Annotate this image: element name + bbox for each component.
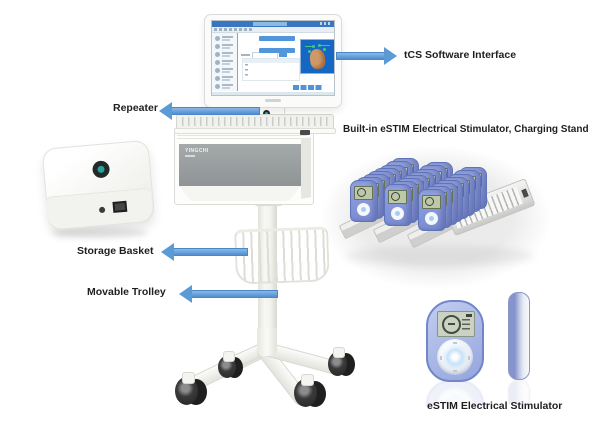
unit-front-panel: YINGCHI <box>179 144 301 186</box>
stand-shadow <box>345 246 535 266</box>
storage-basket <box>234 226 330 285</box>
screen-form-label <box>241 54 250 56</box>
patient-head-graphic <box>308 48 327 70</box>
label-estim-stimulator: eSTIM Electrical Stimulator <box>427 400 563 412</box>
battery-icon <box>466 314 472 317</box>
unit-ledge <box>174 128 336 134</box>
label-builtin-charging-stand: Built-in eSTIM Electrical Stimulator, Ch… <box>343 124 589 135</box>
electrode-dot-icon <box>323 48 326 51</box>
screen-patient-item <box>214 59 235 66</box>
arrow-to-movable-trolley <box>179 285 278 303</box>
electrode-dot-icon <box>308 50 311 53</box>
estim-device-front-view <box>426 300 484 382</box>
unit-side-face <box>301 137 311 199</box>
brand-sub-line <box>185 155 195 157</box>
caster-wheel <box>175 372 209 408</box>
screen-menubar <box>212 27 334 33</box>
label-repeater: Repeater <box>113 102 158 114</box>
screen-patient-item <box>214 67 235 74</box>
electrode-dot-icon <box>318 44 321 47</box>
electrode-wire-icon <box>321 45 330 46</box>
toolbar-icons <box>214 28 254 31</box>
estim-device-in-charger <box>418 189 446 231</box>
tray-port-icon <box>521 188 529 198</box>
screen-form-button <box>279 52 287 57</box>
label-movable-trolley: Movable Trolley <box>87 286 166 298</box>
arrow-to-tcs-software <box>336 47 397 65</box>
estim-screen-text <box>462 319 470 331</box>
main-unit: YINGCHI <box>174 131 314 205</box>
charging-slot-row <box>182 117 328 126</box>
screen-sidebar <box>212 33 238 91</box>
caster-wheel <box>294 374 328 410</box>
screen-table <box>242 58 300 81</box>
base-column <box>257 328 277 356</box>
screen-patient-item <box>214 35 235 42</box>
repeater-shadow <box>52 228 148 238</box>
caster-wheel <box>218 351 246 381</box>
screen-section-header-2 <box>259 48 295 53</box>
repeater-led-icon <box>263 110 270 117</box>
label-storage-basket: Storage Basket <box>77 245 154 257</box>
audio-jack-port-icon <box>98 206 106 214</box>
repeater-power-button-icon <box>91 160 111 179</box>
estim-dial-graphic <box>442 315 461 334</box>
screen-section-header-1 <box>259 36 295 41</box>
unit-bottom-face <box>179 186 301 201</box>
label-tcs-software-interface: tCS Software Interface <box>404 49 517 61</box>
monitor-logo <box>265 99 281 102</box>
brand-logo: YINGCHI <box>185 148 209 154</box>
screen-patient-item <box>214 83 235 90</box>
estim-click-wheel <box>437 339 473 375</box>
estim-lcd-screen <box>437 311 475 337</box>
screen-title-text <box>253 22 287 26</box>
head-montage-image <box>300 39 334 74</box>
repeater-device <box>40 131 160 240</box>
electrode-dot-icon <box>312 45 315 48</box>
screen-statusbar <box>212 92 334 95</box>
window-control-icons <box>320 22 332 25</box>
screen-patient-item <box>214 51 235 58</box>
electrode-wire-icon <box>305 46 313 47</box>
estim-device-in-charger <box>350 180 378 222</box>
screen-patient-item <box>214 75 235 82</box>
monitor <box>204 14 342 108</box>
unit-connector-port <box>300 130 310 135</box>
arrow-to-repeater <box>159 102 260 120</box>
screen-table-text <box>245 64 248 78</box>
estim-device-in-charger <box>384 184 412 226</box>
estim-center-button <box>447 349 463 365</box>
screen-patient-item <box>214 43 235 50</box>
screen-action-buttons <box>293 85 323 90</box>
tcs-software-screen <box>211 20 335 96</box>
usb-port-icon <box>112 200 128 213</box>
caster-wheel <box>328 347 358 379</box>
stimulator-row <box>418 167 498 243</box>
unit-vents <box>177 135 307 141</box>
arrow-to-storage-basket <box>161 243 248 261</box>
estim-device-side-view <box>508 292 530 380</box>
